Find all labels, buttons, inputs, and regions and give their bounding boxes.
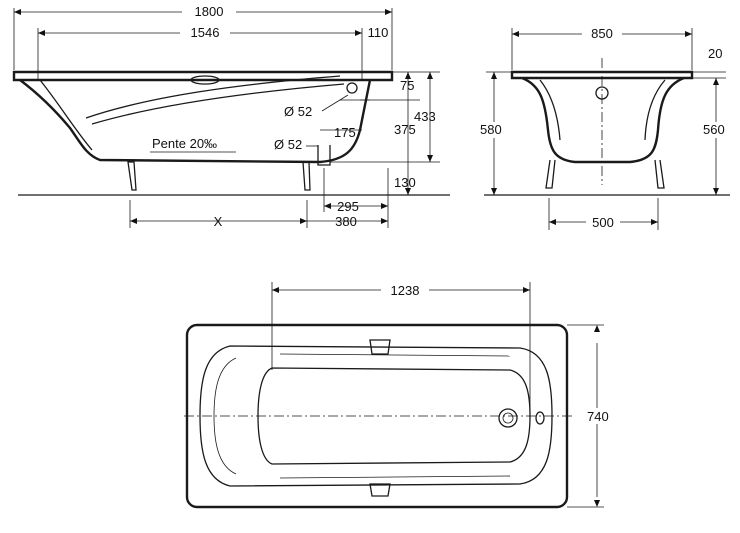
leader-overflow — [321, 94, 349, 112]
dim-depth-inner: 375 — [394, 122, 416, 137]
dim-leg-pos: 380 — [335, 214, 357, 229]
arrowhead — [685, 31, 692, 37]
arrowhead — [523, 287, 530, 293]
end-inner-left — [539, 79, 561, 141]
arrowhead — [14, 9, 21, 15]
arrowheads — [14, 9, 719, 507]
arrowhead — [427, 72, 433, 79]
top-basin-inner — [257, 367, 531, 465]
side-overflow — [346, 82, 358, 94]
end-foot-right — [654, 159, 665, 189]
dim-drain-pos: 295 — [337, 199, 359, 214]
dim-width: 850 — [591, 26, 613, 41]
side-tub-body — [19, 79, 372, 164]
side-rim — [12, 70, 394, 82]
side-leg-right — [302, 161, 311, 191]
top-drain — [498, 408, 518, 428]
top-handle-upper — [369, 339, 391, 355]
dim-overall-length: 1800 — [195, 4, 224, 19]
top-ledge-lower — [279, 475, 511, 479]
arrowhead — [38, 30, 45, 36]
arrowhead — [300, 218, 307, 224]
backrest-line-1 — [85, 75, 341, 119]
label-bg — [478, 122, 508, 138]
arrowhead — [491, 72, 497, 79]
arrowhead — [355, 30, 362, 36]
dim-outlet-height: 75 — [400, 78, 414, 93]
top-view: 1238 740 — [184, 282, 615, 509]
dim-depth-total: 433 — [414, 109, 436, 124]
arrowhead — [381, 203, 388, 209]
dim-leg-height: 130 — [394, 175, 416, 190]
arrowhead — [324, 203, 331, 209]
side-view: 1800 1546 110 75 433 375 130 Ø 52 175 Ø … — [12, 3, 450, 229]
arrowhead — [491, 188, 497, 195]
dim-overflow-pos: 175 — [334, 125, 356, 140]
end-tub-body — [521, 76, 685, 164]
arrowhead — [512, 31, 519, 37]
end-view: 850 20 580 560 500 — [478, 26, 732, 230]
dim-height-total: 580 — [480, 122, 502, 137]
arrowhead — [549, 219, 556, 225]
label-bg — [582, 26, 622, 42]
end-foot-left — [545, 159, 556, 189]
label-bg — [585, 408, 615, 424]
top-drain-inner — [502, 412, 514, 424]
arrowhead — [713, 188, 719, 195]
label-bg — [381, 282, 429, 298]
dim-inner-length: 1546 — [191, 25, 220, 40]
slope-label: Pente 20‰ — [152, 136, 217, 151]
label-bg — [180, 25, 230, 41]
dim-leg-spacing: X — [214, 214, 223, 229]
arrowhead — [651, 219, 658, 225]
label-bg — [182, 3, 236, 19]
drain-diameter: Ø 52 — [274, 137, 302, 152]
top-basin-outer — [199, 345, 553, 487]
arrowhead — [594, 500, 600, 507]
arrowhead — [594, 325, 600, 332]
arrowhead — [385, 9, 392, 15]
dim-height-rim: 560 — [703, 122, 725, 137]
arrowhead — [713, 78, 719, 85]
arrowhead — [381, 218, 388, 224]
label-bg — [702, 122, 732, 138]
arrowhead — [272, 287, 279, 293]
dim-rim-offset: 110 — [368, 25, 389, 40]
side-handle — [190, 75, 220, 85]
dim-rim-height: 20 — [708, 46, 722, 61]
side-drain-outlet — [317, 145, 331, 166]
top-headrest-curve — [213, 357, 237, 475]
backrest-line-2 — [91, 83, 345, 125]
arrowhead — [130, 218, 137, 224]
top-ledge-upper — [279, 353, 511, 357]
dim-foot-spacing: 500 — [592, 215, 614, 230]
arrowhead — [427, 155, 433, 162]
end-inner-right — [644, 79, 666, 141]
side-leg-left — [127, 161, 137, 191]
overflow-diameter: Ø 52 — [284, 104, 312, 119]
arrowhead — [405, 188, 411, 195]
side-inner-wall — [39, 79, 93, 151]
top-overflow — [535, 411, 545, 425]
arrowhead — [405, 72, 411, 79]
label-bg — [586, 214, 620, 230]
dim-top-inner-length: 1238 — [391, 283, 420, 298]
dim-top-width: 740 — [587, 409, 609, 424]
top-handle-lower — [369, 483, 391, 497]
